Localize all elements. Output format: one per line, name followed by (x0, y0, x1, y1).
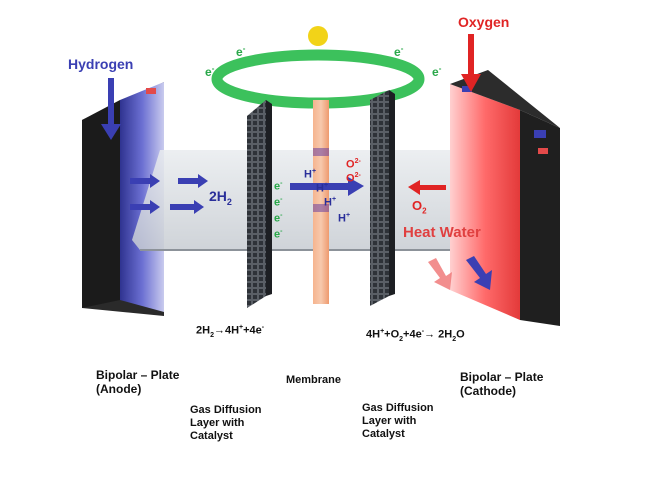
oxygen-flow-arrow (408, 180, 446, 195)
cathode-port-side (534, 130, 546, 138)
anode-gdl-edge (266, 100, 272, 296)
circuit-electron-1: e- (236, 44, 246, 59)
membrane-band-2 (313, 204, 329, 212)
proton-3: H+ (324, 196, 337, 209)
circuit-electron-2: e- (205, 64, 215, 79)
oxygen-inlet-arrow (461, 34, 481, 92)
anode-electron-1: e- (274, 180, 283, 193)
cathode-gdl (370, 90, 389, 306)
hydrogen-label: Hydrogen (68, 56, 134, 72)
cathode-plate-side (520, 110, 560, 326)
anode-plate-face (120, 82, 164, 312)
anode-gdl-label: Gas Diffusion Layer with Catalyst (190, 404, 262, 443)
cathode-gdl-label: Gas Diffusion Layer with Catalyst (362, 402, 434, 441)
proton-2: H+ (316, 182, 329, 195)
proton-4: H+ (338, 212, 351, 225)
oxygen-label: Oxygen (458, 14, 510, 30)
oxide-ion-2: O2- (346, 172, 361, 185)
cathode-equation: 4H++O2+4e-→ 2H2O (366, 328, 465, 343)
outputs-label: Heat Water (403, 224, 481, 241)
heat-outlet-arrow (428, 258, 452, 290)
anode-electron-3: e- (274, 212, 283, 225)
hydrogen-flow-arrows (130, 174, 208, 214)
circuit-electron-3: e- (394, 44, 404, 59)
cathode-port-top (462, 86, 472, 92)
anode-electron-4: e- (274, 228, 283, 241)
anode-electron-2: e- (274, 196, 283, 209)
anode-plate-side (82, 100, 120, 308)
anode-equation: 2H2→4H++4e- (196, 324, 265, 339)
cathode-gdl-edge (389, 90, 395, 296)
hydrogen-inlet-arrow (101, 78, 121, 140)
cathode-port-red (538, 148, 548, 154)
oxide-ion-1: O2- (346, 158, 361, 171)
water-outlet-arrow (466, 256, 492, 290)
circuit-electron-4: e- (432, 64, 442, 79)
bipolar-plate-cathode-label: Bipolar – Plate (Cathode) (460, 370, 544, 399)
bipolar-plate-anode-label: Bipolar – Plate (Anode) (96, 368, 180, 397)
hydrogen-molecule-label: 2H2 (209, 188, 232, 207)
proton-1: H+ (304, 168, 317, 181)
membrane-label: Membrane (286, 374, 342, 386)
cathode-plate-top (450, 70, 560, 128)
sun-icon (308, 26, 328, 46)
oxygen-molecule-label: O2 (412, 198, 427, 216)
membrane-band-1 (313, 148, 329, 156)
anode-gdl (247, 100, 266, 308)
anode-port (146, 88, 156, 94)
proton-flow-arrow (290, 177, 364, 196)
